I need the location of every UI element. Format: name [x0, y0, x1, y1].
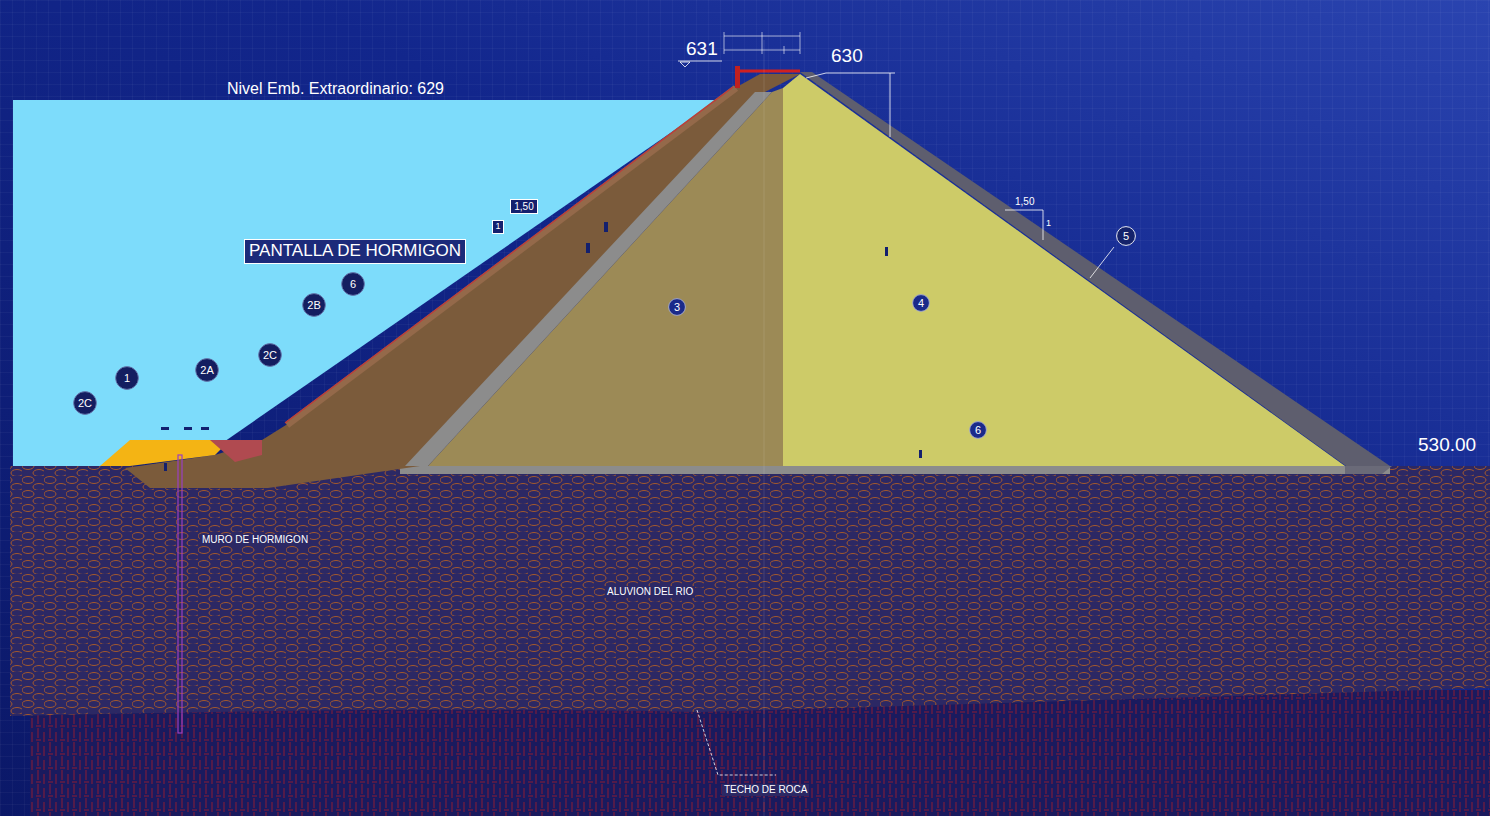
callout-circle [342, 273, 365, 296]
callout-circle [74, 392, 97, 415]
part-label: MURO DE HORMIGON [200, 534, 310, 546]
callout-number: 6 [969, 421, 987, 439]
zone-4 [783, 74, 1345, 466]
cutoff-wall [178, 455, 182, 733]
slope-label: 1,50 [1015, 196, 1034, 208]
alluvium [10, 466, 1490, 716]
plinth-block [210, 440, 262, 462]
box-rect [493, 221, 504, 234]
crest [738, 70, 800, 73]
water-level-label: Nivel Emb. Extraordinario: 629 [227, 80, 444, 98]
callout-number: 1 [115, 366, 139, 390]
callout-circle [1117, 227, 1136, 246]
callout-circle [669, 299, 686, 316]
callout-number: 5 [1116, 226, 1136, 246]
callout-circle [303, 294, 326, 317]
callout-text: 2B [307, 299, 320, 311]
callout-circle [913, 295, 930, 312]
upstream-zone [125, 74, 800, 488]
callout-circle [196, 359, 219, 382]
part-label: TECHO DE ROCA [722, 784, 809, 796]
parapet [735, 66, 740, 88]
box-text: PANTALLA DE HORMIGON [249, 242, 461, 261]
callout-text: 1 [124, 372, 130, 384]
elevation-label: 630 [831, 45, 863, 67]
callout-text: 2C [263, 349, 277, 361]
instruments [161, 222, 922, 471]
callout-text: 5 [1123, 230, 1129, 242]
slope-label: 1 [1046, 218, 1051, 228]
callout-number: 4 [912, 294, 930, 312]
callout-circle [259, 344, 282, 367]
box-text: 1 [495, 222, 500, 232]
callout-circle [970, 422, 987, 439]
slope-box: 1,50 [510, 199, 538, 214]
callout-number: 2B [302, 293, 326, 317]
callout-number: 2A [195, 358, 219, 382]
callout-circle [116, 367, 139, 390]
callout-text: 3 [674, 301, 680, 313]
box-rect [511, 199, 538, 213]
box-rect [245, 239, 466, 263]
callout-number: 2C [258, 343, 282, 367]
callout-number: 6 [341, 272, 365, 296]
label-box: PANTALLA DE HORMIGON [244, 239, 466, 264]
level-marks [678, 61, 1114, 775]
callout-text: 2C [78, 397, 92, 409]
centerline [764, 40, 765, 816]
callout-text: 6 [350, 278, 356, 290]
callout-number: 2C [73, 391, 97, 415]
callout-text: 2A [200, 364, 213, 376]
box-text: 1,50 [514, 201, 533, 212]
elevation-label: 530.00 [1418, 434, 1476, 456]
elevation-label: 631 [686, 38, 718, 60]
downstream-protection [800, 72, 1390, 466]
plinth [100, 440, 230, 466]
slope-box: 1 [492, 220, 504, 234]
callout-number: 3 [668, 298, 686, 316]
callout-text: 6 [975, 424, 981, 436]
zone-3 [428, 88, 783, 466]
crest-dimensions [724, 32, 800, 54]
part-label: ALUVION DEL RIO [605, 586, 695, 598]
callout-text: 4 [918, 297, 924, 309]
toe [1345, 466, 1392, 474]
base-strip [400, 466, 1390, 474]
